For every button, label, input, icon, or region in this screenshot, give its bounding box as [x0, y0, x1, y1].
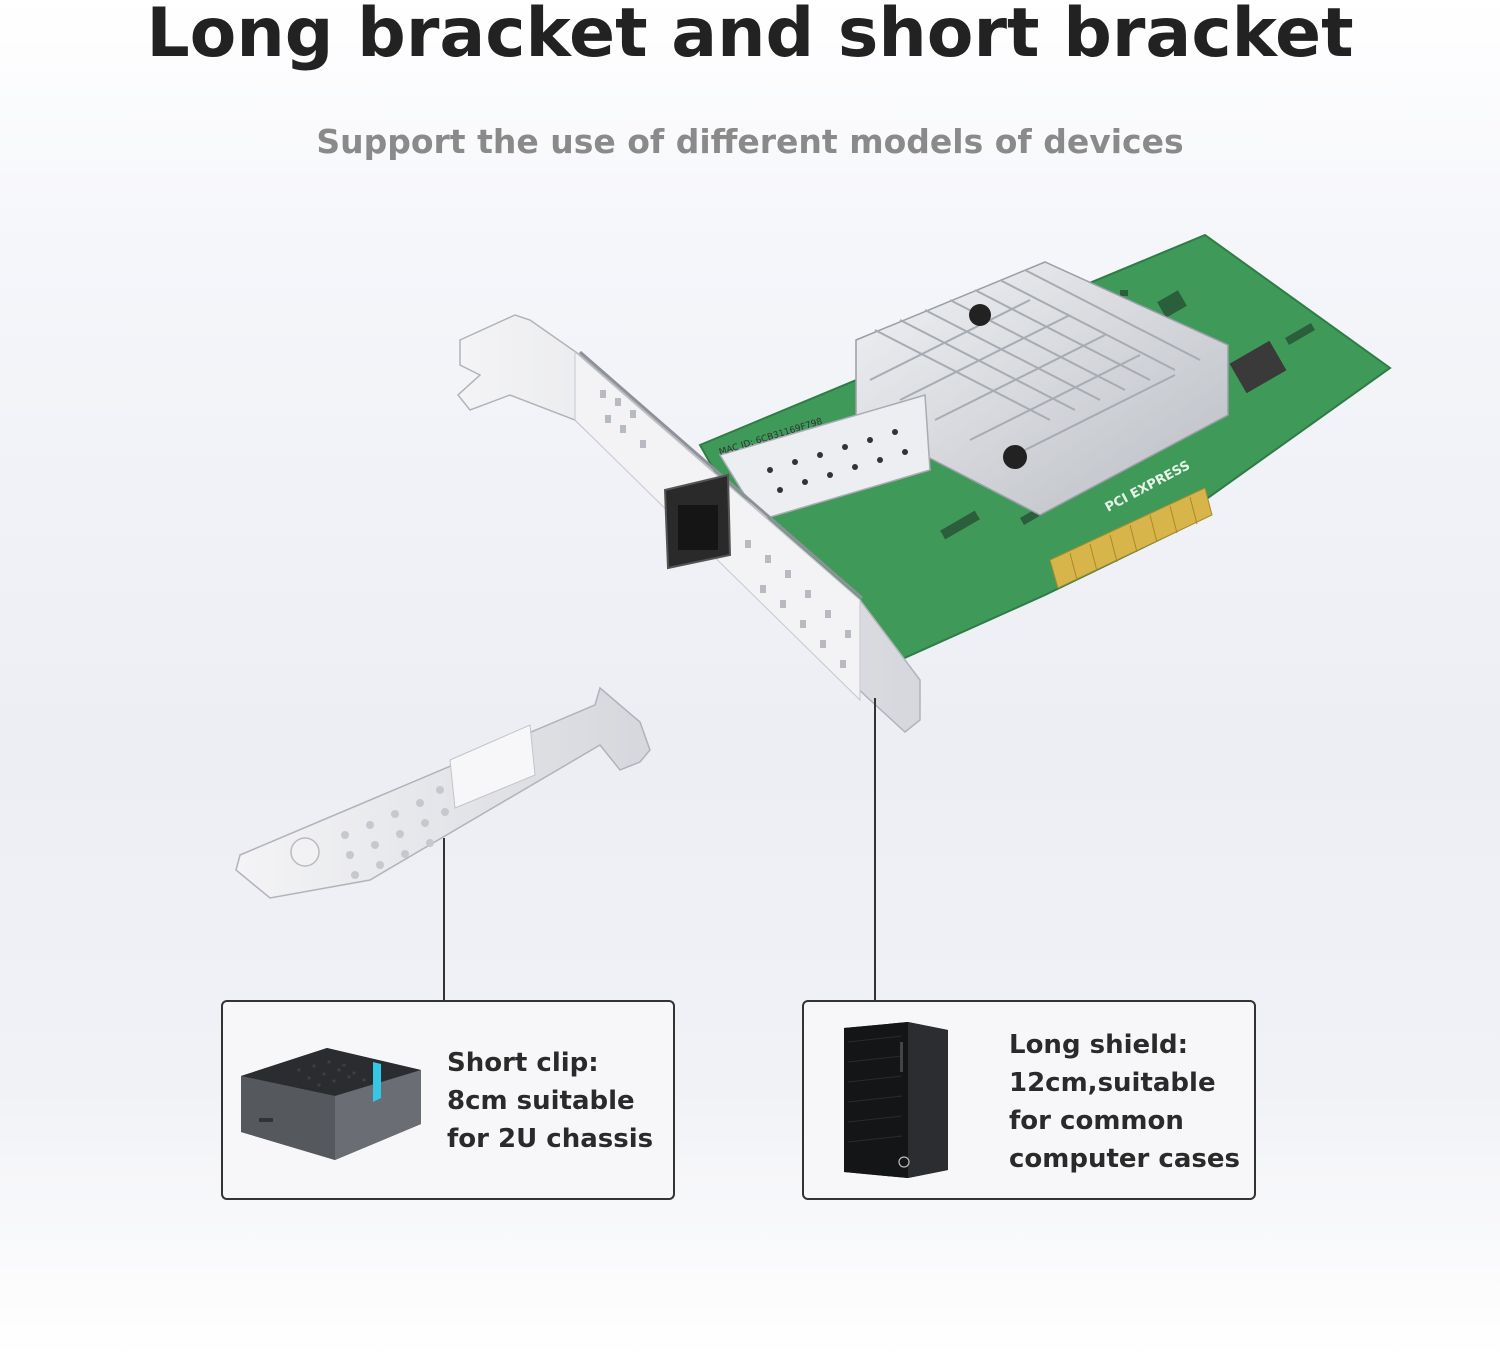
mini-pc-icon: [241, 1048, 421, 1160]
page-title: Long bracket and short bracket: [146, 0, 1354, 73]
short-bracket-caption: Short clip: 8cm suitable for 2U chassis: [447, 1044, 653, 1158]
short-bracket-caption-line1: Short clip:: [447, 1048, 599, 1078]
long-bracket-info-box: Long shield: 12cm,suitable for common co…: [802, 1000, 1256, 1200]
heatsink: [855, 261, 1229, 516]
long-bracket-caption-line4: computer cases: [1009, 1144, 1240, 1174]
long-bracket-caption: Long shield: 12cm,suitable for common co…: [1009, 1026, 1240, 1178]
long-bracket-caption-line1: Long shield:: [1009, 1030, 1189, 1060]
short-bracket: [235, 686, 651, 899]
page-subtitle: Support the use of different models of d…: [316, 122, 1184, 161]
long-bracket-caption-line3: for common: [1009, 1106, 1184, 1136]
long-bracket-caption-line2: 12cm,suitable: [1009, 1068, 1216, 1098]
long-bracket: [456, 314, 921, 733]
short-bracket-caption-line2: 8cm suitable: [447, 1086, 635, 1116]
tower-pc-icon: [844, 1022, 948, 1178]
short-bracket-caption-line3: for 2U chassis: [447, 1124, 654, 1154]
short-bracket-info-box: Short clip: 8cm suitable for 2U chassis: [221, 1000, 675, 1200]
network-card: PCI EXPRESS: [456, 233, 1392, 733]
